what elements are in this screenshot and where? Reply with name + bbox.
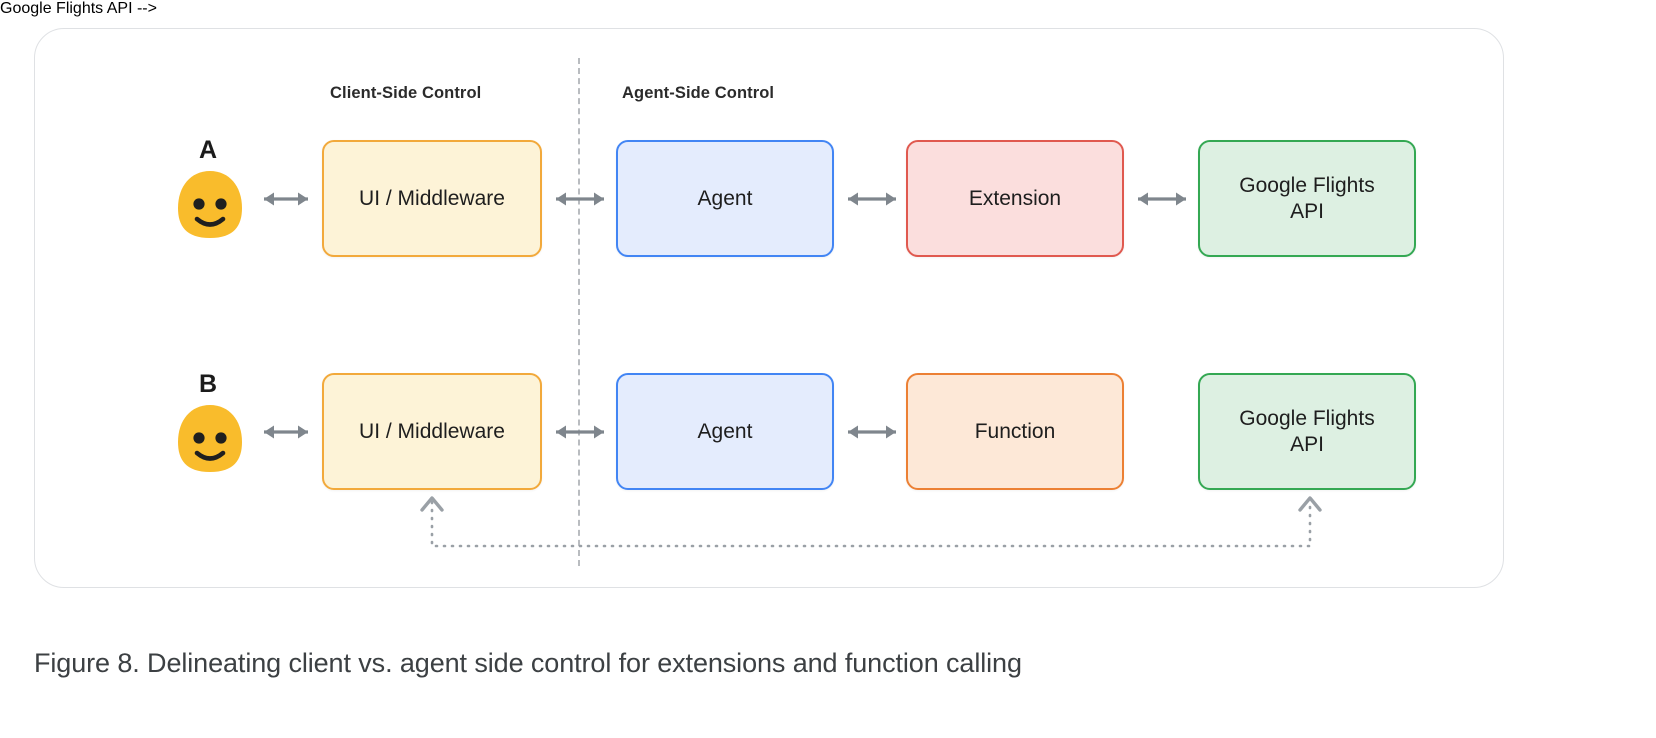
vertical-dashed-divider (578, 58, 580, 566)
row-label-a: A (198, 136, 218, 164)
node-label: UI / Middleware (359, 419, 505, 443)
node-label: Agent (697, 419, 753, 443)
node-label: Function (974, 419, 1056, 443)
smiley-avatar-icon-b (178, 405, 242, 472)
node-extension[interactable]: Extension (906, 140, 1124, 257)
node-agent-a[interactable]: Agent (616, 140, 834, 257)
figure-caption: Figure 8. Delineating client vs. agent s… (34, 648, 1022, 678)
node-function[interactable]: Function (906, 373, 1124, 490)
node-label-line2: API (1290, 199, 1324, 223)
node-ui-middleware-b[interactable]: UI / Middleware (322, 373, 542, 490)
node-label-line2: API (1290, 432, 1324, 456)
figure-card (34, 28, 1504, 588)
node-label-line1: Google Flights (1239, 406, 1375, 430)
smiley-avatar-icon-a (178, 171, 242, 238)
node-google-flights-api-b[interactable]: Google Flights API (1198, 373, 1416, 490)
section-label-agent-side: Agent-Side Control (622, 84, 775, 102)
node-ui-middleware-a[interactable]: UI / Middleware (322, 140, 542, 257)
section-label-client-side: Client-Side Control (330, 84, 482, 102)
node-label: Extension (968, 186, 1062, 210)
node-google-flights-api-a[interactable]: Google Flights API (1198, 140, 1416, 257)
node-label-line1: Google Flights (1239, 173, 1375, 197)
row-label-b: B (198, 370, 218, 398)
node-agent-b[interactable]: Agent (616, 373, 834, 490)
node-label: Agent (697, 186, 753, 210)
node-label: UI / Middleware (359, 186, 505, 210)
